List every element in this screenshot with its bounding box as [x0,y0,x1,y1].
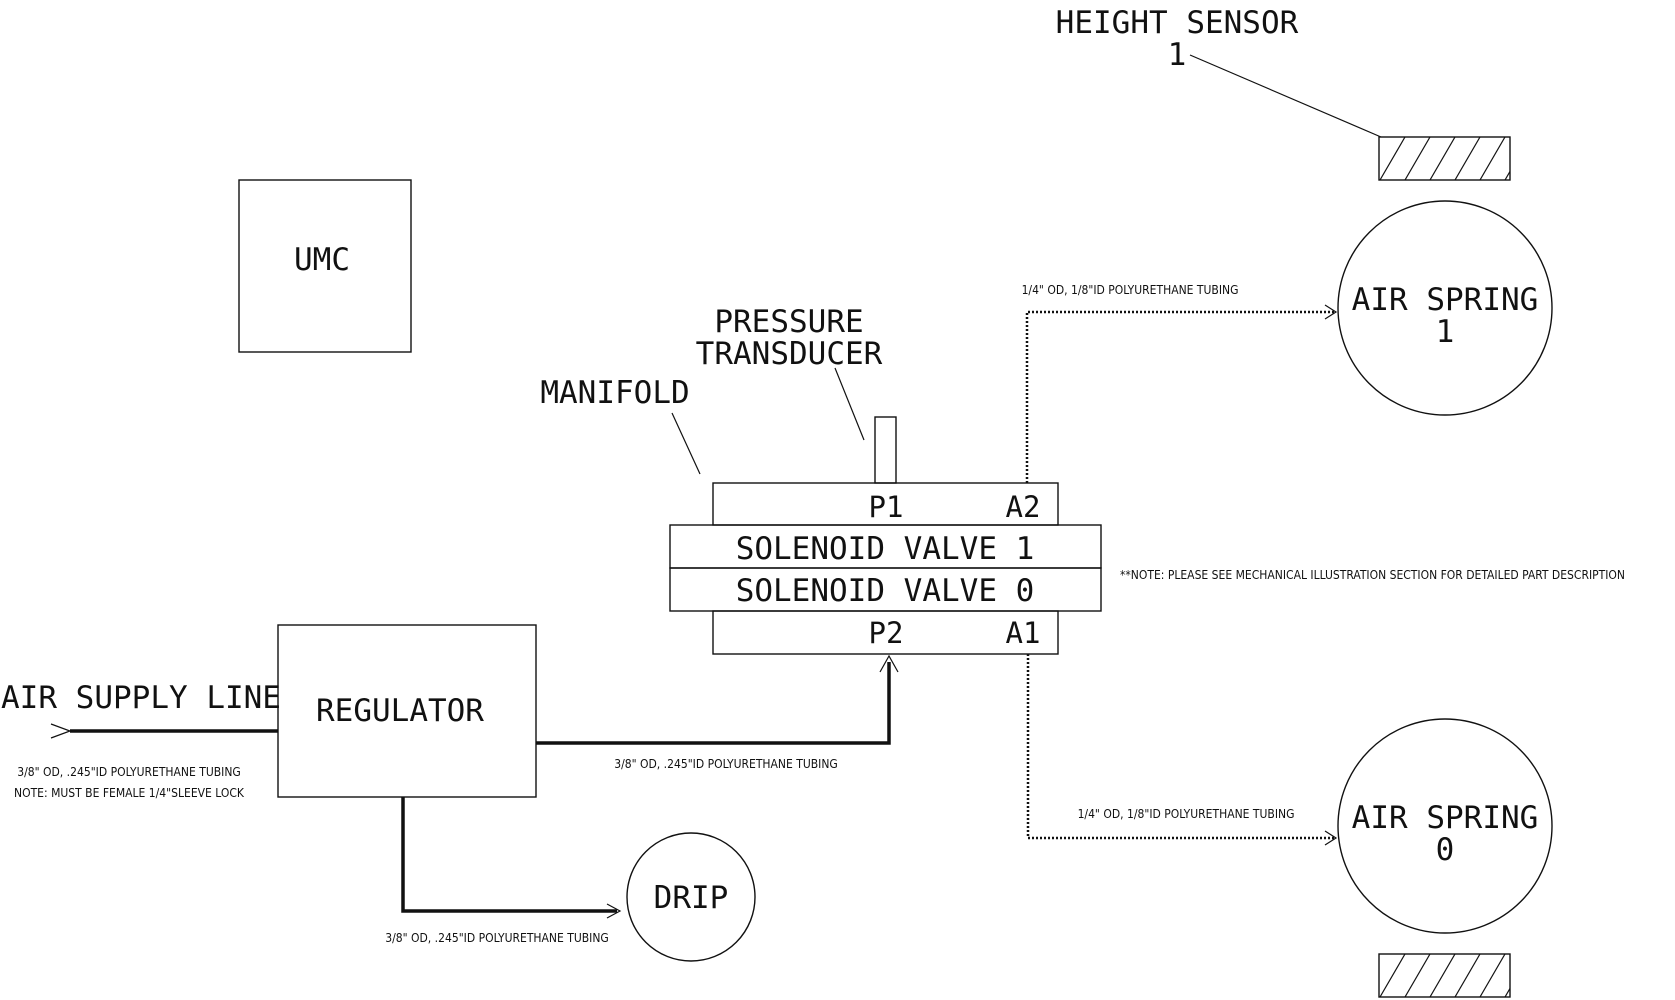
port-p1: P1 [869,490,904,524]
supply-fitting-note: NOTE: MUST BE FEMALE 1/4"SLEEVE LOCK [14,786,245,800]
tubing-label-top-right: 1/4" OD, 1/8"ID POLYURETHANE TUBING [1022,283,1239,297]
transducer-leader [834,367,865,441]
drip-circle [626,832,756,962]
tube-a2-air-spring-1 [1025,310,1335,483]
air-spring-0 [1337,718,1553,934]
arrow-air-spring-0 [1324,830,1338,846]
arrow-drip [606,903,622,919]
drip-label: DRIP [654,880,729,916]
transducer-label: TRANSDUCER [696,336,883,372]
air-supply-label: AIR SUPPLY LINE [1,680,281,716]
port-p2: P2 [869,616,904,650]
manifold-bottom [712,610,1059,655]
height-sensor-number: 1 [1168,37,1187,73]
air-spring-0-number: 0 [1436,832,1455,868]
air-spring-0-label: AIR SPRING [1352,800,1539,836]
air-spring-1-label: AIR SPRING [1352,282,1539,318]
air-spring-1 [1337,200,1553,416]
arrow-air-spring-1 [1324,304,1338,320]
manifold-leader [671,412,701,475]
tube-a1-air-spring-0 [1026,654,1335,840]
height-sensor-leader [1189,54,1382,138]
height-sensor-label: HEIGHT SENSOR [1056,5,1299,41]
air-spring-1-number: 1 [1436,314,1455,350]
port-a1: A1 [1006,616,1041,650]
regulator-label: REGULATOR [316,693,484,729]
height-sensor-1 [1378,136,1511,181]
tubing-label-regulator-out: 3/8" OD, .245"ID POLYURETHANE TUBING [614,757,838,771]
pressure-label: PRESSURE [714,304,863,340]
umc-label: UMC [294,242,350,278]
tube-regulator-p2 [536,662,891,745]
tubing-label-bottom-right: 1/4" OD, 1/8"ID POLYURETHANE TUBING [1078,807,1295,821]
solenoid-1-label: SOLENOID VALVE 1 [736,531,1035,567]
arrow-p2 [879,654,899,673]
pressure-transducer [874,416,897,484]
regulator-box [277,624,537,798]
solenoid-0-label: SOLENOID VALVE 0 [736,573,1035,609]
tubing-label-supply: 3/8" OD, .245"ID POLYURETHANE TUBING [17,765,241,779]
tube-regulator-drip [401,797,617,913]
air-supply-arrow [50,723,72,739]
height-sensor-0 [1378,953,1511,998]
tubing-label-drip: 3/8" OD, .245"ID POLYURETHANE TUBING [385,931,609,945]
manifold-label: MANIFOLD [540,375,689,411]
umc-box [238,179,412,353]
mechanical-note: **NOTE: PLEASE SEE MECHANICAL ILLUSTRATI… [1120,568,1625,582]
port-a2: A2 [1006,490,1041,524]
